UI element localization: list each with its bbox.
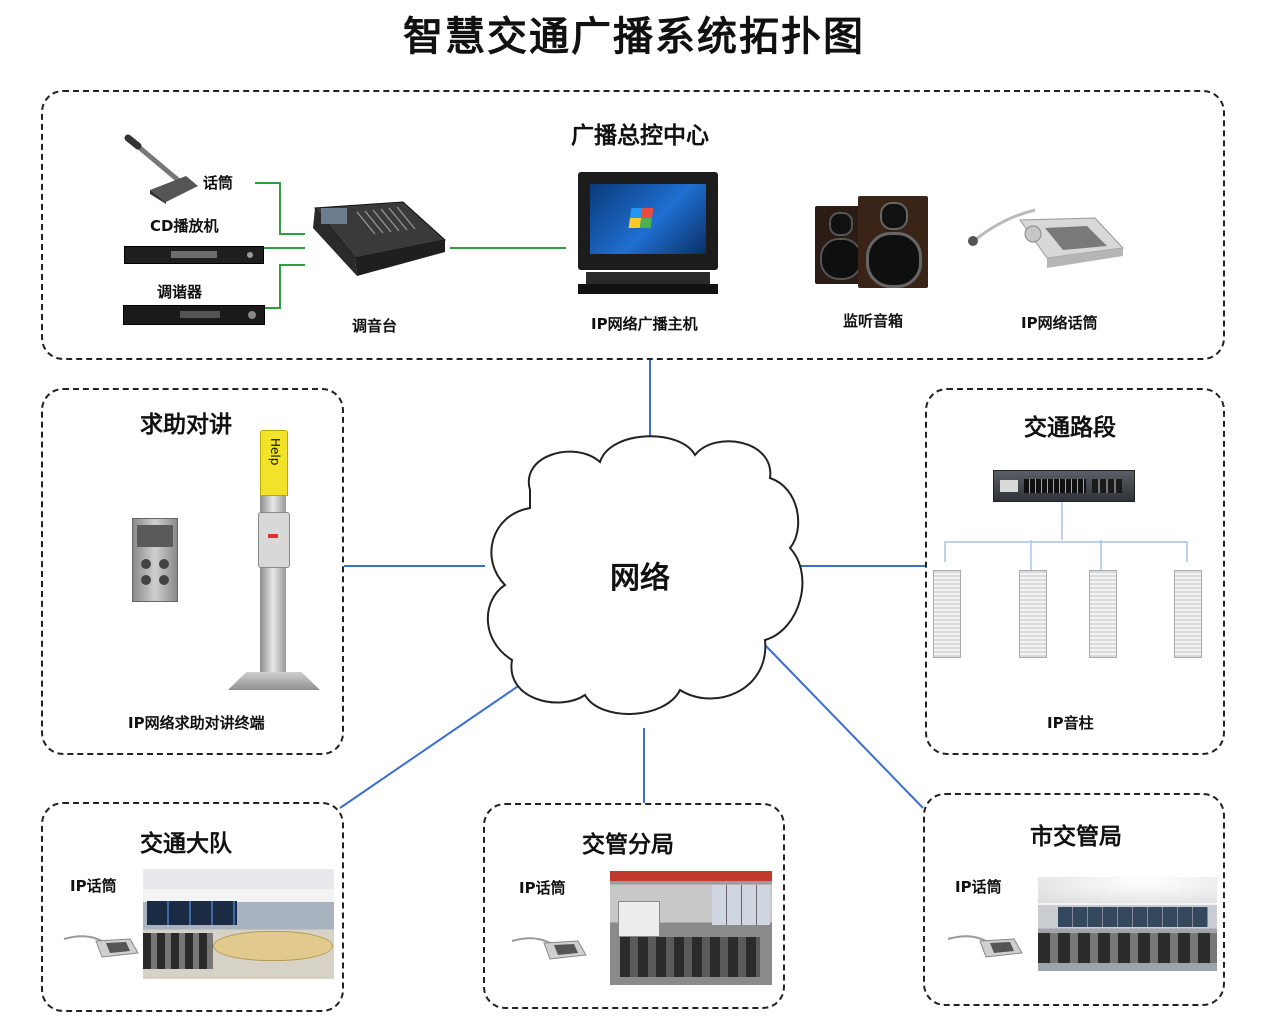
branch-control-room-image bbox=[610, 871, 772, 985]
ip-column-speaker-2-icon bbox=[1019, 570, 1047, 658]
ip-column-speaker-3-icon bbox=[1089, 570, 1117, 658]
network-label: 网络 bbox=[610, 561, 670, 596]
ip-column-speaker-4-icon bbox=[1174, 570, 1202, 658]
control-center-title: 广播总控中心 bbox=[571, 123, 709, 149]
monitor-speaker-left-icon bbox=[815, 206, 863, 284]
tuner-label: 调谐器 bbox=[157, 283, 203, 301]
help-pole-text: Help bbox=[268, 438, 282, 466]
broadcast-host-label: IP网络广播主机 bbox=[591, 315, 698, 333]
ip-network-mic-label: IP网络话筒 bbox=[1021, 314, 1098, 332]
branch-panel bbox=[483, 803, 785, 1009]
intercom-title: 求助对讲 bbox=[140, 412, 232, 438]
page-title: 智慧交通广播系统拓扑图 bbox=[403, 14, 865, 60]
intercom-panel bbox=[41, 388, 344, 755]
brigade-ip-mic-icon bbox=[63, 935, 139, 958]
monitor-speaker-right-icon bbox=[858, 196, 928, 288]
tuner-icon bbox=[123, 305, 265, 325]
control-center-panel bbox=[41, 90, 1225, 360]
help-pole-icon: Help bbox=[228, 430, 320, 692]
ip-column-speaker-1-icon bbox=[933, 570, 961, 658]
monitor-speaker-label: 监听音箱 bbox=[843, 312, 904, 330]
branch-ip-mic-icon bbox=[511, 937, 587, 960]
ip-column-label: IP音柱 bbox=[1047, 714, 1094, 732]
branch-title: 交管分局 bbox=[582, 832, 674, 858]
road-panel bbox=[925, 388, 1225, 755]
brigade-title: 交通大队 bbox=[140, 831, 232, 857]
ip-network-mic-icon bbox=[968, 208, 1125, 268]
network-links bbox=[339, 360, 925, 809]
network-switch-icon bbox=[993, 470, 1135, 502]
brigade-mic-label: IP话筒 bbox=[70, 877, 117, 895]
brigade-panel bbox=[41, 802, 344, 1012]
mixer-icon bbox=[313, 201, 447, 276]
broadcast-host-icon bbox=[578, 172, 718, 296]
speaker-branches bbox=[944, 500, 1188, 570]
cd-player-icon bbox=[124, 246, 264, 264]
mixer-label: 调音台 bbox=[352, 317, 398, 335]
branch-mic-label: IP话筒 bbox=[519, 879, 566, 897]
brigade-control-room-image bbox=[143, 869, 334, 979]
intercom-terminal-label: IP网络求助对讲终端 bbox=[128, 714, 265, 732]
intercom-terminal-icon bbox=[132, 518, 178, 602]
city-title: 市交管局 bbox=[1030, 824, 1122, 850]
mic-label: 话筒 bbox=[203, 174, 234, 192]
road-title: 交通路段 bbox=[1024, 415, 1116, 441]
network-cloud bbox=[486, 435, 804, 715]
cd-player-label: CD播放机 bbox=[150, 217, 219, 235]
city-control-room-image bbox=[1038, 877, 1217, 971]
microphone-icon bbox=[124, 134, 198, 204]
city-panel bbox=[923, 793, 1225, 1006]
city-ip-mic-icon bbox=[947, 935, 1023, 958]
audio-links bbox=[255, 182, 566, 309]
city-mic-label: IP话筒 bbox=[955, 878, 1002, 896]
